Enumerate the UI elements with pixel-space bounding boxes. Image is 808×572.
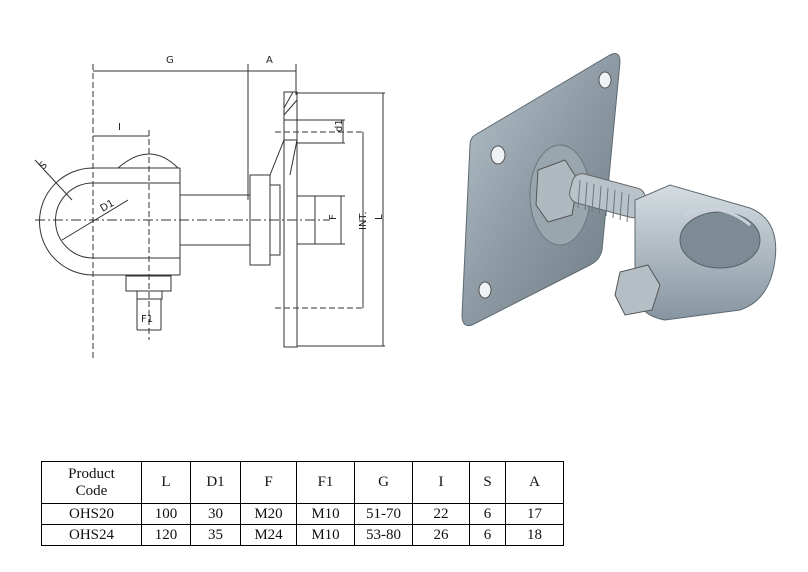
cell-L: 100	[141, 503, 191, 525]
product-photo	[461, 53, 777, 326]
table-row: OHS20 100 30 M20 M10 51-70 22 6 17	[41, 503, 564, 525]
label-G: G	[166, 55, 174, 66]
label-INT: INT.	[358, 211, 369, 230]
header-I: I	[412, 461, 470, 504]
label-I: I	[118, 122, 121, 133]
spec-table: Product Code L D1 F F1 G I S A OHS20 100…	[41, 461, 564, 546]
header-S: S	[469, 461, 506, 504]
label-L: L	[374, 214, 385, 220]
header-F1: F1	[296, 461, 355, 504]
label-D1: D1	[99, 198, 117, 215]
header-product-code: Product Code	[41, 461, 142, 504]
cell-I: 26	[412, 524, 470, 546]
header-product-line2: Code	[75, 482, 108, 499]
header-D1: D1	[190, 461, 241, 504]
header-F: F	[240, 461, 297, 504]
cell-F1: M10	[296, 503, 355, 525]
header-L: L	[141, 461, 191, 504]
cell-F1: M10	[296, 524, 355, 546]
label-d1: d1	[334, 119, 345, 132]
cell-A: 17	[505, 503, 564, 525]
label-F1: F1	[141, 314, 153, 325]
label-A: A	[266, 55, 273, 66]
cell-G: 53-80	[354, 524, 413, 546]
cell-S: 6	[469, 503, 506, 525]
label-S: S	[38, 160, 50, 172]
cell-D1: 35	[190, 524, 241, 546]
header-A: A	[505, 461, 564, 504]
cell-A: 18	[505, 524, 564, 546]
label-F: F	[328, 214, 339, 220]
cell-F: M20	[240, 503, 297, 525]
table-header-row: Product Code L D1 F F1 G I S A	[41, 461, 564, 504]
cell-D1: 30	[190, 503, 241, 525]
technical-drawing: G A I S D1 F1 d1 F INT. L	[34, 55, 385, 360]
cell-L: 120	[141, 524, 191, 546]
cell-S: 6	[469, 524, 506, 546]
cell-I: 22	[412, 503, 470, 525]
header-product-line1: Product	[68, 465, 115, 482]
header-G: G	[354, 461, 413, 504]
cell-product-code: OHS20	[41, 503, 142, 525]
cell-F: M24	[240, 524, 297, 546]
cell-G: 51-70	[354, 503, 413, 525]
table-row: OHS24 120 35 M24 M10 53-80 26 6 18	[41, 524, 564, 546]
cell-product-code: OHS24	[41, 524, 142, 546]
